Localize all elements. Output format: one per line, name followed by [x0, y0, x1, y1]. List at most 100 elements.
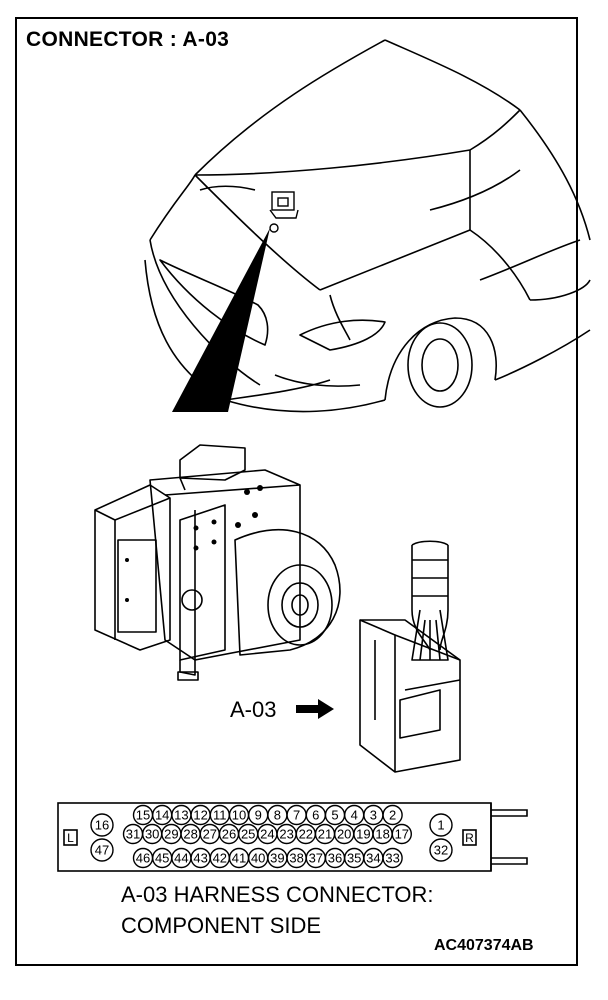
connector-pin: 9 — [248, 804, 269, 826]
svg-text:3: 3 — [370, 808, 377, 823]
connector-pin: 35 — [344, 847, 365, 869]
svg-text:6: 6 — [312, 808, 319, 823]
svg-text:46: 46 — [136, 851, 150, 866]
svg-text:7: 7 — [293, 808, 300, 823]
connector-pin: 18 — [372, 823, 393, 845]
connector-pin: 40 — [248, 847, 269, 869]
diagram-title: CONNECTOR : A-03 — [26, 28, 230, 51]
connector-pin: 28 — [180, 823, 201, 845]
connector-pin: 42 — [209, 847, 231, 869]
connector-pin: 36 — [324, 847, 346, 869]
connector-pin: 44 — [171, 847, 192, 869]
svg-text:38: 38 — [289, 851, 303, 866]
connector-pin: 29 — [161, 823, 182, 845]
svg-text:16: 16 — [95, 818, 109, 833]
connector-pin: 41 — [228, 847, 250, 869]
connector-pin: 1 — [429, 813, 453, 837]
svg-text:27: 27 — [203, 827, 217, 842]
svg-text:14: 14 — [155, 808, 169, 823]
svg-text:28: 28 — [183, 827, 197, 842]
right-side-letter: R — [465, 831, 474, 845]
caption-line-2: COMPONENT SIDE — [121, 913, 322, 938]
connector-pin: 21 — [314, 823, 336, 845]
svg-text:37: 37 — [309, 851, 323, 866]
svg-text:23: 23 — [279, 827, 293, 842]
connector-pin: 43 — [190, 847, 211, 869]
connector-pin: 37 — [305, 847, 326, 869]
connector-pin: 14 — [151, 804, 173, 826]
left-side-marker — [63, 829, 78, 846]
left-side-letter: L — [67, 831, 74, 845]
svg-text:21: 21 — [318, 827, 332, 842]
svg-text:31: 31 — [126, 827, 140, 842]
svg-text:10: 10 — [232, 808, 246, 823]
svg-text:34: 34 — [366, 851, 380, 866]
svg-text:45: 45 — [155, 851, 169, 866]
svg-text:36: 36 — [328, 851, 342, 866]
svg-text:32: 32 — [434, 843, 448, 858]
connector-pin: 2 — [382, 804, 403, 826]
svg-text:29: 29 — [164, 827, 178, 842]
connector-pin: 45 — [151, 847, 173, 869]
svg-text:30: 30 — [145, 827, 159, 842]
svg-text:4: 4 — [351, 808, 358, 823]
svg-text:41: 41 — [232, 851, 246, 866]
connector-pin: 3 — [363, 804, 384, 826]
connector-pin: 5 — [324, 804, 346, 826]
svg-text:47: 47 — [95, 843, 109, 858]
svg-text:26: 26 — [222, 827, 236, 842]
caption-line-1: A-03 HARNESS CONNECTOR: — [121, 882, 434, 907]
svg-text:43: 43 — [193, 851, 207, 866]
svg-text:22: 22 — [299, 827, 313, 842]
svg-text:12: 12 — [193, 808, 207, 823]
svg-text:1: 1 — [437, 818, 444, 833]
svg-text:13: 13 — [174, 808, 188, 823]
connector-pin: 32 — [429, 838, 453, 862]
svg-text:44: 44 — [174, 851, 188, 866]
svg-text:19: 19 — [356, 827, 370, 842]
connector-pin: 25 — [237, 823, 259, 845]
svg-text:8: 8 — [274, 808, 281, 823]
connector-pin: 22 — [295, 823, 316, 845]
connector-pin: 30 — [141, 823, 163, 845]
connector-pin: 34 — [363, 847, 384, 869]
connector-pin: 20 — [334, 823, 355, 845]
connector-pin: 23 — [276, 823, 297, 845]
connector-pin: 8 — [267, 804, 288, 826]
connector-pin: 6 — [305, 804, 326, 826]
connector-pin: 46 — [132, 847, 154, 869]
connector-pin: 10 — [228, 804, 250, 826]
svg-text:15: 15 — [136, 808, 150, 823]
connector-pin: 11 — [209, 804, 231, 826]
connector-pin: 13 — [171, 804, 192, 826]
connector-pin: 33 — [382, 847, 403, 869]
right-side-marker — [462, 829, 477, 846]
svg-text:2: 2 — [389, 808, 396, 823]
svg-text:5: 5 — [331, 808, 338, 823]
connector-pin: 38 — [286, 847, 307, 869]
svg-text:9: 9 — [255, 808, 262, 823]
connector-pin: 7 — [286, 804, 307, 826]
svg-text:17: 17 — [395, 827, 409, 842]
connector-pin: 39 — [267, 847, 288, 869]
svg-text:18: 18 — [375, 827, 389, 842]
svg-text:25: 25 — [241, 827, 255, 842]
svg-text:35: 35 — [347, 851, 361, 866]
svg-text:39: 39 — [270, 851, 284, 866]
connector-pin: 31 — [122, 823, 144, 845]
connector-callout-label: A-03 — [230, 697, 277, 722]
svg-text:20: 20 — [337, 827, 351, 842]
svg-text:40: 40 — [251, 851, 265, 866]
connector-pin: 16 — [90, 813, 114, 837]
connector-pin: 12 — [190, 804, 211, 826]
connector-pin: 27 — [199, 823, 221, 845]
diagram-frame — [15, 17, 578, 966]
connector-pin: 24 — [257, 823, 278, 845]
svg-text:42: 42 — [213, 851, 227, 866]
svg-text:24: 24 — [260, 827, 274, 842]
connector-pin: 15 — [132, 804, 154, 826]
